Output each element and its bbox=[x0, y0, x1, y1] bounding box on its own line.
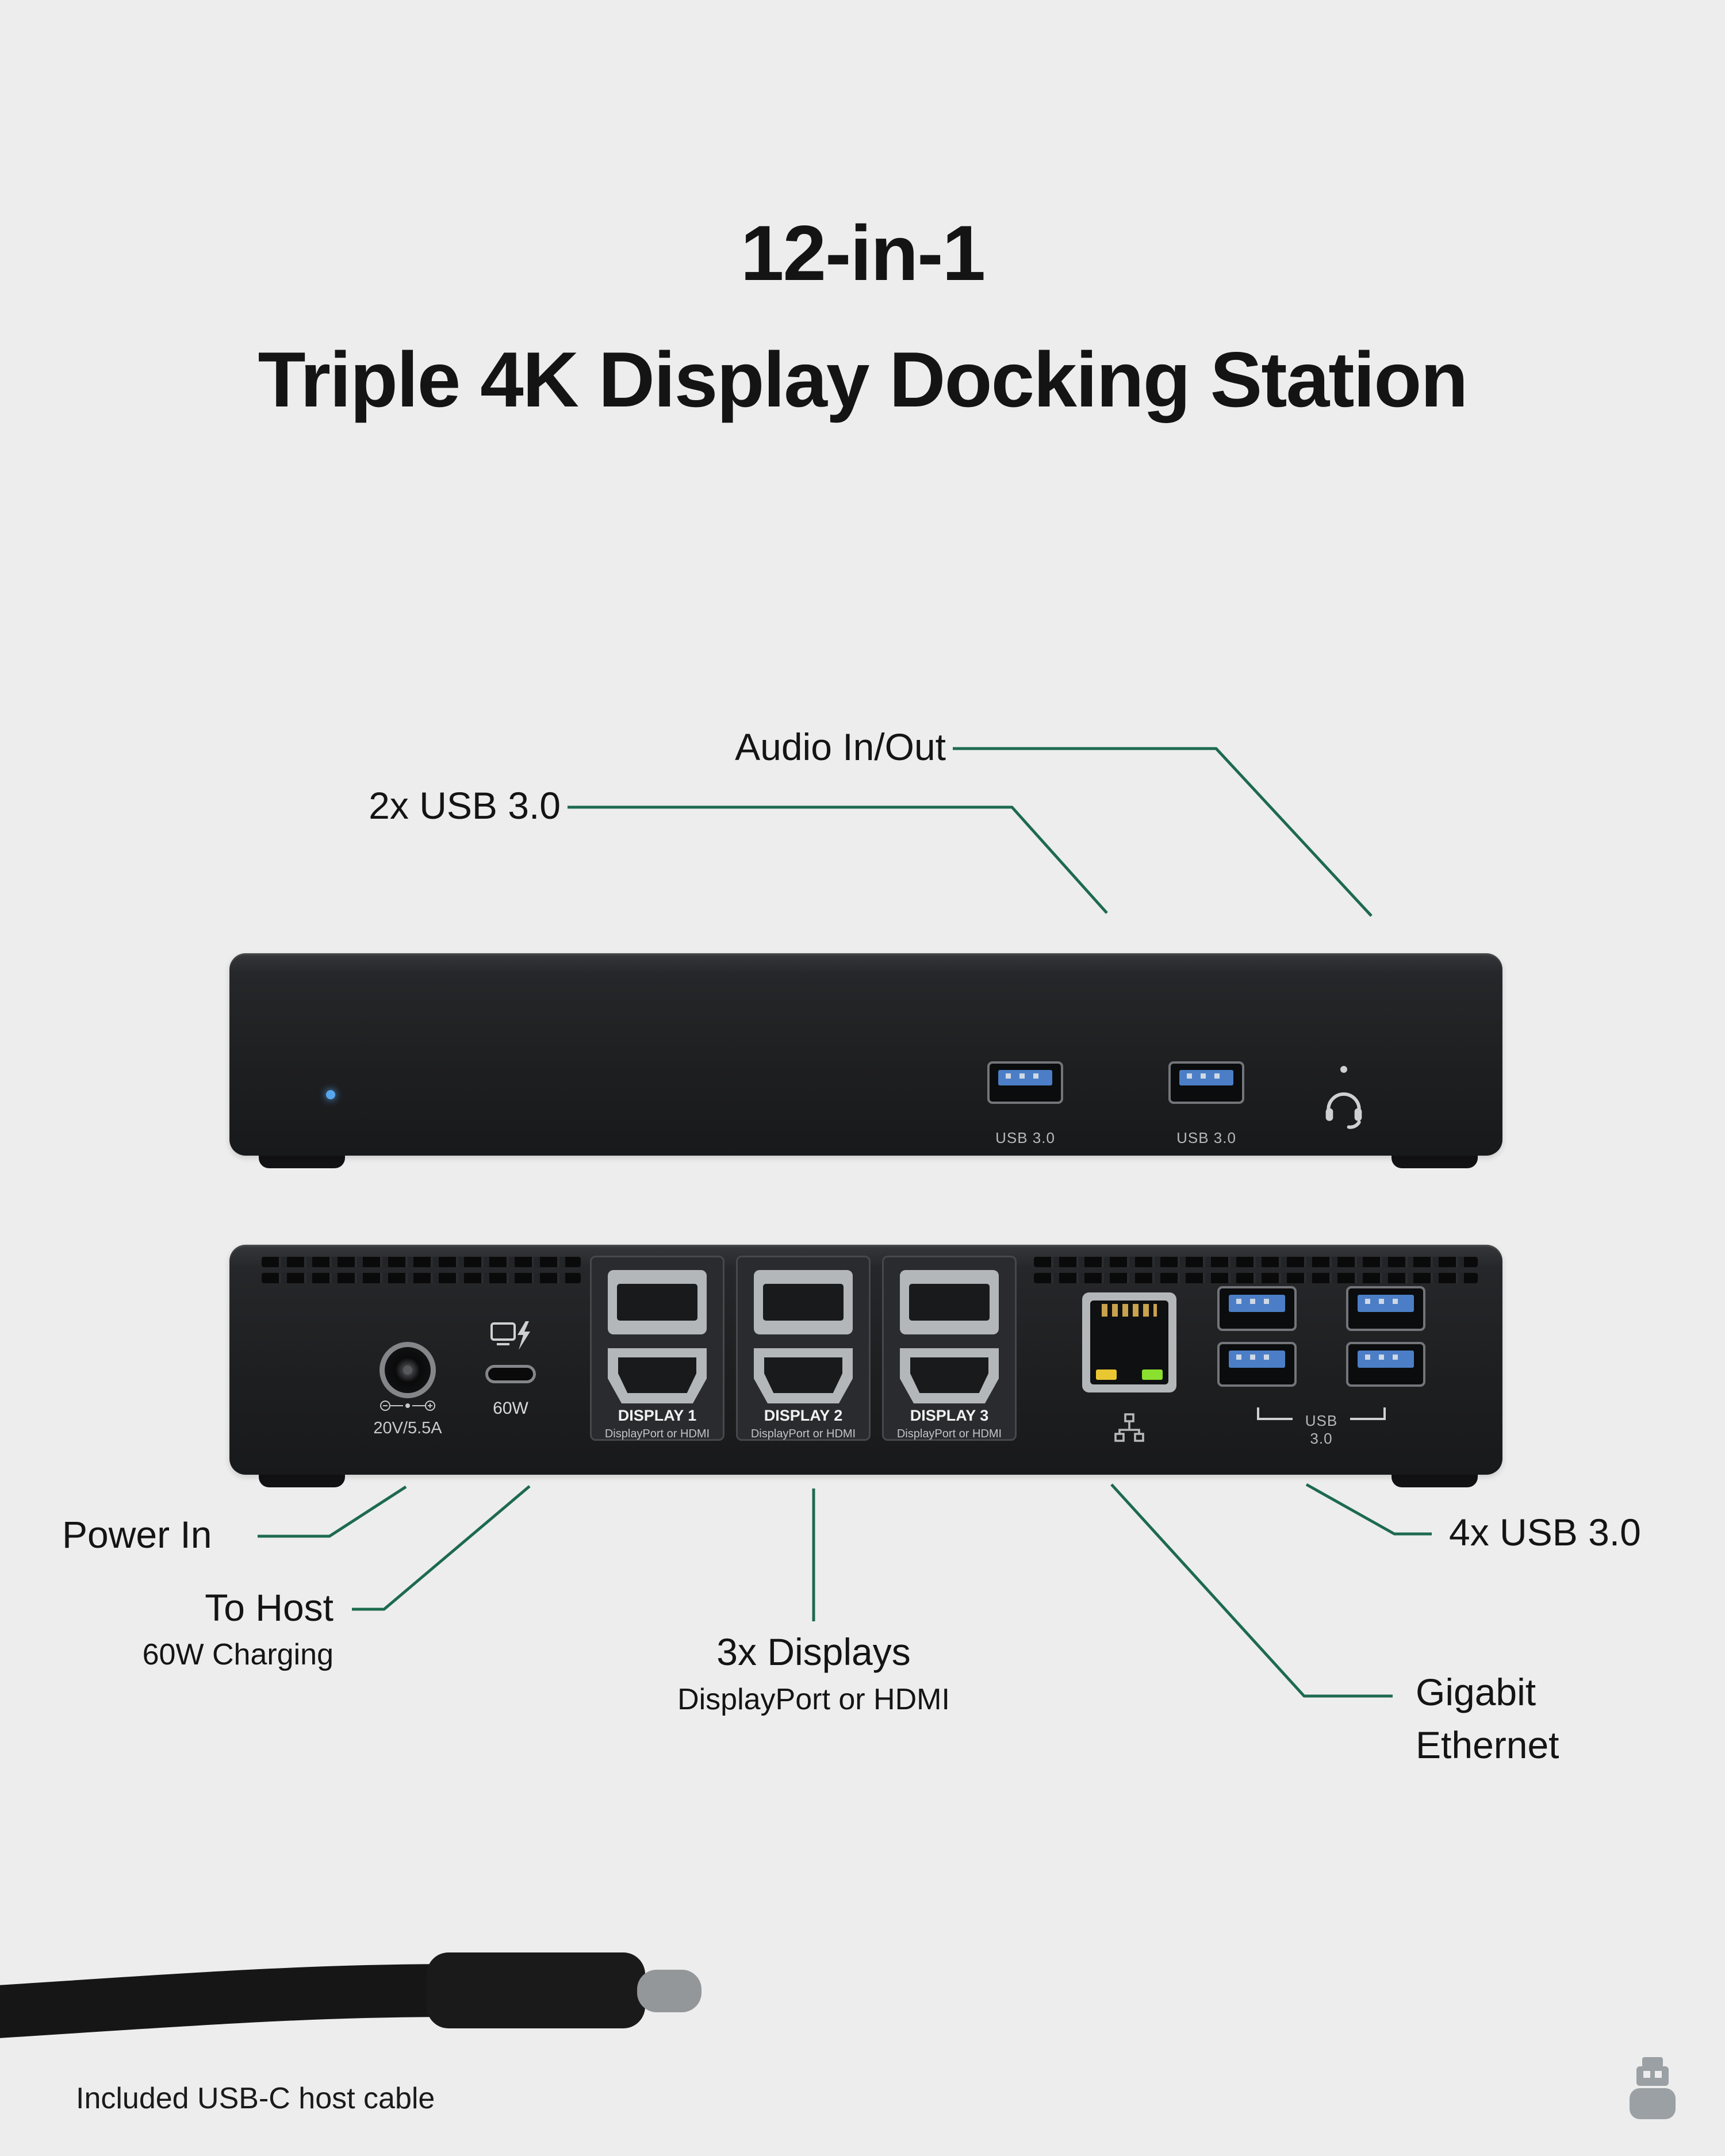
vent-strip bbox=[262, 1257, 581, 1267]
callout-line-power bbox=[258, 1485, 407, 1538]
display-group-3-title: DISPLAY 3 bbox=[910, 1407, 989, 1424]
display-group-2-sub: DisplayPort or HDMI bbox=[750, 1428, 856, 1440]
dock-front-view: USB 3.0 USB 3.0 bbox=[229, 953, 1502, 1156]
displayport-port bbox=[608, 1270, 707, 1334]
port-slot bbox=[617, 1284, 697, 1321]
hdmi-port bbox=[754, 1348, 853, 1403]
callout-front-usb-label: 2x USB 3.0 bbox=[369, 784, 561, 827]
ethernet-pins bbox=[1102, 1304, 1157, 1317]
power-led bbox=[326, 1090, 335, 1099]
usb-c-cable-illustration bbox=[0, 1952, 702, 2038]
display-group-2-title: DISPLAY 2 bbox=[764, 1407, 843, 1424]
callout-host-label: To Host bbox=[205, 1586, 334, 1629]
port-slot bbox=[764, 1357, 842, 1393]
callout-ethernet-label-1: Gigabit bbox=[1416, 1671, 1536, 1713]
hdmi-port bbox=[608, 1348, 707, 1403]
audio-indicator-dot bbox=[1340, 1066, 1347, 1073]
display-group-3: DISPLAY 3 DisplayPort or HDMI bbox=[882, 1256, 1017, 1441]
displayport-port bbox=[754, 1270, 853, 1334]
vent-strip bbox=[262, 1273, 581, 1283]
cable-caption: Included USB-C host cable bbox=[76, 2082, 435, 2115]
usb-tab bbox=[998, 1069, 1053, 1086]
port-slot bbox=[909, 1284, 990, 1321]
ethernet-led-green bbox=[1142, 1369, 1163, 1380]
power-rating-label: 20V/5.5A bbox=[373, 1419, 442, 1437]
title-line-2: Triple 4K Display Docking Station bbox=[258, 336, 1469, 424]
callout-power-label: Power In bbox=[62, 1513, 212, 1556]
ethernet-port bbox=[1082, 1292, 1176, 1392]
callout-line-rear-usb bbox=[1305, 1483, 1432, 1536]
display-group-3-sub: DisplayPort or HDMI bbox=[896, 1428, 1002, 1440]
displayport-port bbox=[900, 1270, 999, 1334]
usb-tab bbox=[1228, 1295, 1286, 1312]
usb-plug-logo bbox=[1630, 2057, 1676, 2119]
usb-tab bbox=[1179, 1069, 1234, 1086]
headset-icon bbox=[1325, 1092, 1362, 1129]
usb-tab bbox=[1357, 1351, 1414, 1368]
port-slot bbox=[910, 1357, 988, 1393]
host-power-label: 60W bbox=[493, 1399, 528, 1418]
display-group-1-title: DISPLAY 1 bbox=[618, 1407, 697, 1424]
front-usb-port-2-label: USB 3.0 bbox=[1176, 1129, 1236, 1146]
usb-group-bracket-right bbox=[1350, 1407, 1386, 1420]
cable-usb-c-tip bbox=[637, 1970, 702, 2012]
callout-line-host bbox=[352, 1485, 531, 1611]
port-slot bbox=[763, 1284, 844, 1321]
usb-tab bbox=[1228, 1351, 1286, 1368]
dc-power-port bbox=[379, 1342, 436, 1398]
callout-line-front-usb bbox=[568, 805, 1108, 914]
vent-strip bbox=[1034, 1273, 1478, 1283]
laptop-charging-icon bbox=[490, 1321, 530, 1350]
usb-tab bbox=[1357, 1295, 1414, 1312]
usb-group-bracket-left bbox=[1257, 1407, 1293, 1420]
front-usb-port-1-label: USB 3.0 bbox=[995, 1129, 1055, 1146]
polarity-icon bbox=[380, 1401, 435, 1411]
cable-cord bbox=[0, 1964, 481, 2038]
rear-usb-port-2 bbox=[1346, 1286, 1425, 1331]
callout-ethernet-label-2: Ethernet bbox=[1416, 1724, 1559, 1766]
callout-host-sublabel: 60W Charging bbox=[142, 1638, 334, 1671]
callout-line-ethernet bbox=[1110, 1483, 1393, 1698]
display-group-1: DISPLAY 1 DisplayPort or HDMI bbox=[590, 1256, 724, 1441]
usb-group-label: USB 3.0 bbox=[1305, 1412, 1338, 1447]
cable-connector-body bbox=[427, 1952, 645, 2028]
hdmi-port bbox=[900, 1348, 999, 1403]
front-usb-port-1 bbox=[987, 1061, 1063, 1104]
rear-usb-port-3 bbox=[1217, 1342, 1297, 1387]
callout-line-audio bbox=[953, 747, 1373, 917]
callout-displays-label: 3x Displays bbox=[716, 1631, 911, 1673]
ethernet-led-yellow bbox=[1096, 1369, 1117, 1380]
callout-rear-usb-label: 4x USB 3.0 bbox=[1449, 1511, 1641, 1553]
vent-strip bbox=[1034, 1257, 1478, 1267]
page-title: 12-in-1 Triple 4K Display Docking Statio… bbox=[0, 190, 1725, 443]
port-slot bbox=[618, 1357, 696, 1393]
display-group-1-sub: DisplayPort or HDMI bbox=[604, 1428, 710, 1440]
title-line-1: 12-in-1 bbox=[740, 209, 986, 297]
rear-usb-port-1 bbox=[1217, 1286, 1297, 1331]
callout-audio-label: Audio In/Out bbox=[735, 726, 946, 768]
callout-displays-sublabel: DisplayPort or HDMI bbox=[677, 1683, 950, 1716]
display-group-2: DISPLAY 2 DisplayPort or HDMI bbox=[736, 1256, 871, 1441]
ethernet-network-icon bbox=[1114, 1413, 1144, 1442]
rear-usb-port-4 bbox=[1346, 1342, 1425, 1387]
front-usb-port-2 bbox=[1168, 1061, 1244, 1104]
usb-c-host-port bbox=[485, 1365, 536, 1383]
ethernet-port-inner bbox=[1090, 1300, 1168, 1384]
